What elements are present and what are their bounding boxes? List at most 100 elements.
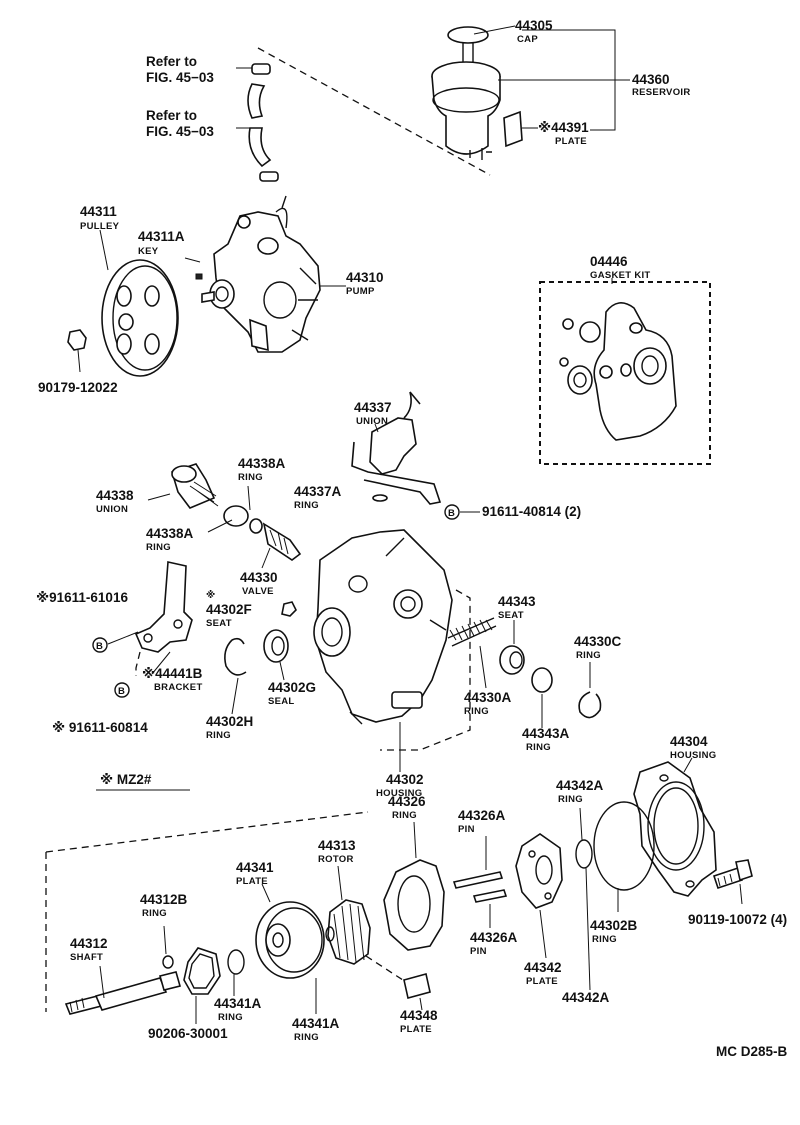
- part-number-44302g: 44302G: [268, 680, 316, 695]
- part-name-pulley: PULLEY: [80, 221, 120, 232]
- part-number-44312: 44312: [70, 936, 108, 951]
- ring-44312b-shape: [162, 955, 174, 969]
- bolt-b-marker-1: [444, 504, 460, 520]
- ring-44302b-shape: [593, 801, 655, 891]
- reservoir-plate-shape: [503, 110, 523, 148]
- part-number-91611-40814: 91611-40814 (2): [482, 504, 581, 519]
- rear-housing-drawing: [633, 757, 717, 897]
- part-name-ring-44342a-top: RING: [558, 794, 583, 805]
- part-name-shaft: SHAFT: [70, 952, 103, 963]
- part-name-gasket-kit: GASKET KIT: [590, 270, 651, 281]
- cam-ring-44326-drawing: [383, 821, 445, 951]
- part-name-bracket: BRACKET: [154, 682, 203, 693]
- part-name-ring-44341a-left: RING: [218, 1012, 243, 1023]
- valve-shape: [262, 522, 302, 561]
- part-number-91611-60814: ※ 91611-60814: [52, 720, 148, 735]
- part-number-90206-30001: 90206-30001: [148, 1026, 228, 1041]
- part-name-key: KEY: [138, 246, 159, 257]
- plate-44342-shape: [515, 833, 563, 909]
- cap-shape: [447, 26, 489, 44]
- part-number-44326a-bottom: 44326A: [470, 930, 518, 945]
- part-number-44302b: 44302B: [590, 918, 638, 933]
- part-name-plate-reservoir: PLATE: [555, 136, 587, 147]
- union-44338-drawing: [147, 463, 302, 569]
- reservoir-body-shape: [431, 75, 501, 155]
- part-name-seat-44343: SEAT: [498, 610, 524, 621]
- part-number-90179-12022: 90179-12022: [38, 380, 118, 395]
- part-name-pump: PUMP: [346, 286, 375, 297]
- ring-44337a-shape: [372, 494, 388, 502]
- part-number-44330c: 44330C: [574, 634, 622, 649]
- refer-to-line1-b: Refer to: [146, 108, 197, 123]
- part-number-44337: 44337: [354, 400, 392, 415]
- part-number-44304: 44304: [670, 734, 708, 749]
- part-number-44311a: 44311A: [138, 229, 185, 244]
- seat-44302f-shape: [281, 601, 297, 617]
- part-name-ring-44337a: RING: [294, 500, 319, 511]
- plate-44341-drawing: [255, 883, 325, 1014]
- pin-44326a-top-shape: [452, 871, 504, 889]
- bolt-90119-drawing: [712, 859, 753, 905]
- part-number-90119-10072: 90119-10072 (4): [688, 912, 787, 927]
- part-name-pin-44326a-top: PIN: [458, 824, 475, 835]
- part-name-housing-44304: HOUSING: [670, 750, 716, 761]
- rotor-44313-drawing: [325, 865, 371, 965]
- pin-44326a-bottom-shape: [472, 889, 508, 903]
- part-number-44348: 44348: [400, 1008, 438, 1023]
- hose-drawing: [236, 63, 279, 182]
- pulley-nut-shape: [67, 329, 87, 351]
- pump-drawing: [195, 195, 346, 353]
- part-number-44391: ※44391: [538, 120, 589, 135]
- bracket-drawing: [107, 561, 193, 676]
- seat-44343-shape: [499, 645, 525, 675]
- part-number-44311: 44311: [80, 204, 117, 219]
- shaft-44312-drawing: [64, 965, 181, 1015]
- part-name-valve: VALVE: [242, 586, 274, 597]
- part-name-plate-44348: PLATE: [400, 1024, 432, 1035]
- part-name-seal-44302g: SEAL: [268, 696, 295, 707]
- part-name-reservoir: RESERVOIR: [632, 87, 691, 98]
- part-name-rotor: ROTOR: [318, 854, 354, 865]
- gasket-kit-dashed-box: [539, 281, 711, 465]
- part-name-ring-44338a-bottom: RING: [146, 542, 171, 553]
- part-number-44341: 44341: [236, 860, 274, 875]
- part-number-04446: 04446: [590, 254, 628, 269]
- part-number-44341a-left: 44341A: [214, 996, 262, 1011]
- footer-code: MC D285-B: [716, 1044, 788, 1059]
- part-name-ring-44326: RING: [392, 810, 417, 821]
- refer-to-line2-a: FIG. 45−03: [146, 70, 214, 85]
- ring-44341a-left-shape: [227, 949, 245, 975]
- part-number-44342a-bottom: 44342A: [562, 990, 610, 1005]
- ring-44342a-shape: [575, 839, 593, 869]
- part-number-44326: 44326: [388, 794, 426, 809]
- part-name-ring-44341a-right: RING: [294, 1032, 319, 1043]
- part-name-ring-44302h: RING: [206, 730, 231, 741]
- part-number-44302f: 44302F: [206, 602, 252, 617]
- part-number-44302h: 44302H: [206, 714, 253, 729]
- snap-ring-44330c-shape: [578, 691, 602, 719]
- part-number-44342a-top: 44342A: [556, 778, 604, 793]
- bolt-b-marker-2: [92, 637, 108, 653]
- part-number-44312b: 44312B: [140, 892, 188, 907]
- gasket-90206-shape: [183, 947, 221, 995]
- pulley-drawing: [67, 229, 201, 377]
- part-number-44360: 44360: [632, 72, 670, 87]
- bolt-b-marker-3: [114, 682, 130, 698]
- ring-44343a-shape: [531, 667, 553, 693]
- part-number-44342: 44342: [524, 960, 562, 975]
- part-name-ring-44330c: RING: [576, 650, 601, 661]
- b-marker-label-3: B: [118, 686, 125, 697]
- part-name-ring-44343a: RING: [526, 742, 551, 753]
- snap-ring-44302h-shape: [224, 637, 247, 676]
- part-name-plate-44341: PLATE: [236, 876, 268, 887]
- part-name-seat-44302f: SEAT: [206, 618, 232, 629]
- refer-to-line2-b: FIG. 45−03: [146, 124, 214, 139]
- b-marker-label-1: B: [448, 508, 455, 519]
- part-number-44441b: ※44441B: [142, 666, 203, 681]
- part-name-cap: CAP: [517, 34, 538, 45]
- ring-44338a-shape: [223, 505, 249, 527]
- part-number-44343: 44343: [498, 594, 536, 609]
- plate-44342-drawing: [515, 833, 563, 959]
- part-name-union-44338: UNION: [96, 504, 128, 515]
- part-number-44313: 44313: [318, 838, 356, 853]
